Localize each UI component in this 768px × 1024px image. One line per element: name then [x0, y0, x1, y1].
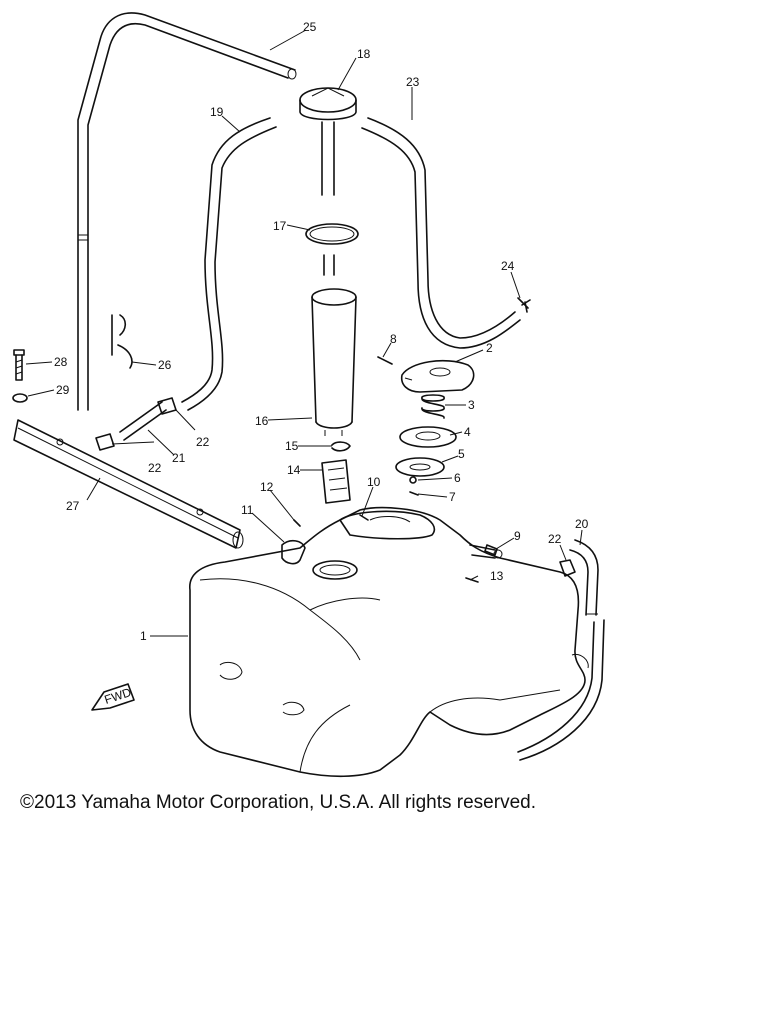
fitting-9: [484, 544, 498, 556]
callout-6: 6: [454, 471, 461, 485]
callout-26: 26: [158, 358, 172, 372]
callout-2: 2: [486, 341, 493, 355]
diaphragm-4: [399, 426, 457, 448]
callout-28: 28: [54, 355, 68, 369]
gauge-cap-18: [299, 87, 357, 276]
callout-23: 23: [406, 75, 420, 89]
callout-7: 7: [449, 490, 456, 504]
copyright-notice: ©2013 Yamaha Motor Corporation, U.S.A. A…: [20, 792, 536, 813]
callout-17: 17: [273, 219, 287, 233]
callout-11: 11: [241, 503, 254, 517]
callout-27: 27: [66, 499, 80, 513]
callout-19: 19: [210, 105, 224, 119]
clamp-22b: [95, 433, 115, 451]
fuel-tank: [189, 506, 589, 778]
screw-7: [409, 491, 419, 496]
fitting-24: [517, 297, 531, 313]
callout-1: 1: [140, 629, 147, 643]
callout-12: 12: [260, 480, 274, 494]
plug-13: [465, 577, 479, 583]
fwd-arrow-icon: FWD: [91, 683, 135, 711]
screw-12: [293, 519, 301, 527]
joint-11: [281, 539, 306, 565]
callout-9: 9: [514, 529, 521, 543]
callout-25: 25: [303, 20, 317, 34]
callouts: 25 18 19 23 17 24 8 2 3 4 5 6 7 16 15 14…: [54, 20, 589, 643]
callout-18: 18: [357, 47, 371, 61]
bracket-27: [13, 419, 244, 549]
exploded-parts-diagram: FWD 25 18 19: [12, 12, 605, 778]
petcock-cover-2: [400, 359, 475, 393]
hose-23: [361, 117, 521, 349]
bolt-10: [359, 514, 369, 521]
callout-3: 3: [468, 398, 475, 412]
hose-25: [77, 12, 297, 411]
clip-15: [331, 441, 351, 452]
pipe-21: [119, 401, 167, 441]
leader-lines: [25, 29, 583, 637]
callout-8: 8: [390, 332, 397, 346]
filter-14: [321, 459, 351, 504]
o-ring-17: [305, 223, 359, 245]
callout-22b: 22: [148, 461, 162, 475]
washer-29: [12, 393, 28, 403]
clamp-22a: [157, 397, 177, 415]
callout-21: 21: [172, 451, 186, 465]
callout-29: 29: [56, 383, 70, 397]
bolt-28: [13, 349, 25, 381]
washer-6: [409, 476, 417, 484]
callout-14: 14: [287, 463, 301, 477]
callout-22c: 22: [548, 532, 562, 546]
callout-22a: 22: [196, 435, 210, 449]
callout-15: 15: [285, 439, 299, 453]
spring-3: [421, 394, 445, 419]
callout-16: 16: [255, 414, 269, 428]
screw-8: [377, 356, 393, 365]
callout-13: 13: [490, 569, 504, 583]
callout-20: 20: [575, 517, 589, 531]
callout-5: 5: [458, 447, 465, 461]
clamp-22c: [559, 559, 576, 577]
hose-20: [517, 539, 605, 761]
hose-19: [181, 117, 277, 411]
gasket-5: [395, 457, 445, 477]
clip-26: [111, 314, 133, 369]
callout-24: 24: [501, 259, 515, 273]
callout-4: 4: [464, 425, 471, 439]
callout-10: 10: [367, 475, 381, 489]
fwd-label: FWD: [103, 685, 134, 707]
strainer-tube-16: [311, 288, 357, 436]
